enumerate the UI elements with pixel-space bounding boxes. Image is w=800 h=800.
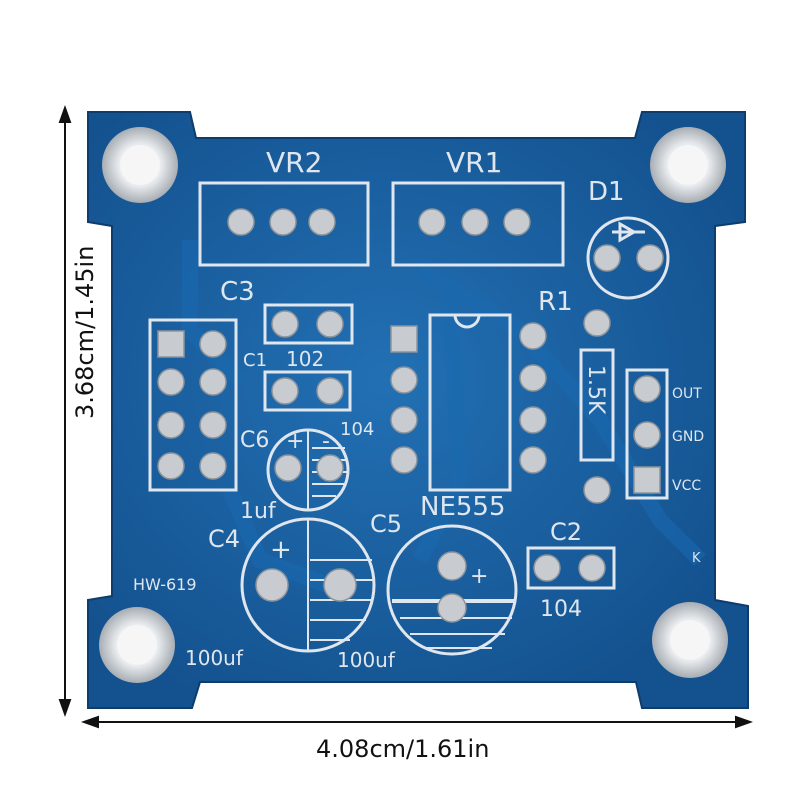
label-c2: C2	[550, 518, 582, 546]
label-c6-plus: +	[286, 429, 304, 454]
label-c6-value: 104	[340, 419, 374, 440]
pad	[157, 368, 185, 396]
pad	[271, 377, 299, 405]
label-c5: C5	[370, 510, 402, 538]
label-model: HW-619	[133, 575, 197, 594]
pad	[308, 208, 336, 236]
label-gnd: GND	[672, 429, 704, 445]
pad	[227, 208, 255, 236]
label-ne555: NE555	[420, 492, 506, 522]
pad	[274, 454, 302, 482]
pad	[157, 411, 185, 439]
pad	[461, 208, 489, 236]
pad	[578, 554, 606, 582]
pad	[418, 208, 446, 236]
pad	[390, 366, 418, 394]
pad	[519, 406, 547, 434]
pad	[255, 568, 289, 602]
pad	[390, 325, 418, 353]
label-c5-value: 100uf	[337, 648, 396, 672]
label-c6: C6	[240, 428, 269, 453]
pad	[157, 452, 185, 480]
label-c2-value: 104	[540, 597, 582, 622]
pad	[437, 593, 467, 623]
label-vr2: VR2	[266, 146, 322, 179]
pad	[323, 568, 357, 602]
label-c3: C3	[220, 277, 255, 307]
label-c1-value: 102	[286, 347, 324, 371]
height-dimension-label: 3.68cm/1.45in	[71, 245, 99, 419]
label-c1: C1	[243, 350, 267, 371]
label-c4-value: 100uf	[185, 646, 244, 670]
pad	[533, 554, 561, 582]
label-r1: R1	[538, 287, 573, 317]
pad	[316, 310, 344, 338]
mounting-holes	[99, 127, 728, 683]
dimension-lines	[58, 105, 753, 729]
pad	[519, 446, 547, 474]
label-vr1: VR1	[446, 146, 502, 179]
pad	[519, 364, 547, 392]
label-c5-plus: +	[470, 564, 488, 589]
pad	[519, 322, 547, 350]
pad	[583, 476, 611, 504]
pad	[633, 466, 661, 494]
silkscreen-labels: VR2 VR1 D1 C3 R1 C1 102 C6 + - 104 1uf C…	[133, 146, 704, 672]
pad	[271, 310, 299, 338]
pad	[157, 330, 185, 358]
silkscreen-outlines	[148, 181, 670, 656]
width-dimension-label: 4.08cm/1.61in	[316, 735, 490, 763]
diode-symbol	[612, 221, 645, 243]
label-k: K	[692, 551, 701, 566]
label-r1-value: 1.5K	[583, 365, 608, 415]
pad	[269, 208, 297, 236]
pad	[583, 309, 611, 337]
label-d1: D1	[588, 177, 625, 207]
label-out: OUT	[672, 386, 702, 402]
pad	[316, 454, 344, 482]
pad	[593, 244, 621, 272]
pad	[633, 421, 661, 449]
pad	[390, 446, 418, 474]
pad	[199, 368, 227, 396]
pad	[633, 375, 661, 403]
label-c4-plus: +	[270, 535, 292, 565]
pad	[199, 411, 227, 439]
pad	[199, 330, 227, 358]
pad	[437, 551, 467, 581]
label-c4: C4	[208, 525, 240, 553]
pad	[316, 377, 344, 405]
pad	[390, 406, 418, 434]
label-vcc: VCC	[672, 478, 701, 494]
label-c6-minus: -	[322, 429, 330, 454]
pad	[199, 452, 227, 480]
pad	[503, 208, 531, 236]
pad	[636, 244, 664, 272]
pads	[157, 208, 664, 623]
label-one-uf: 1uf	[240, 499, 277, 524]
